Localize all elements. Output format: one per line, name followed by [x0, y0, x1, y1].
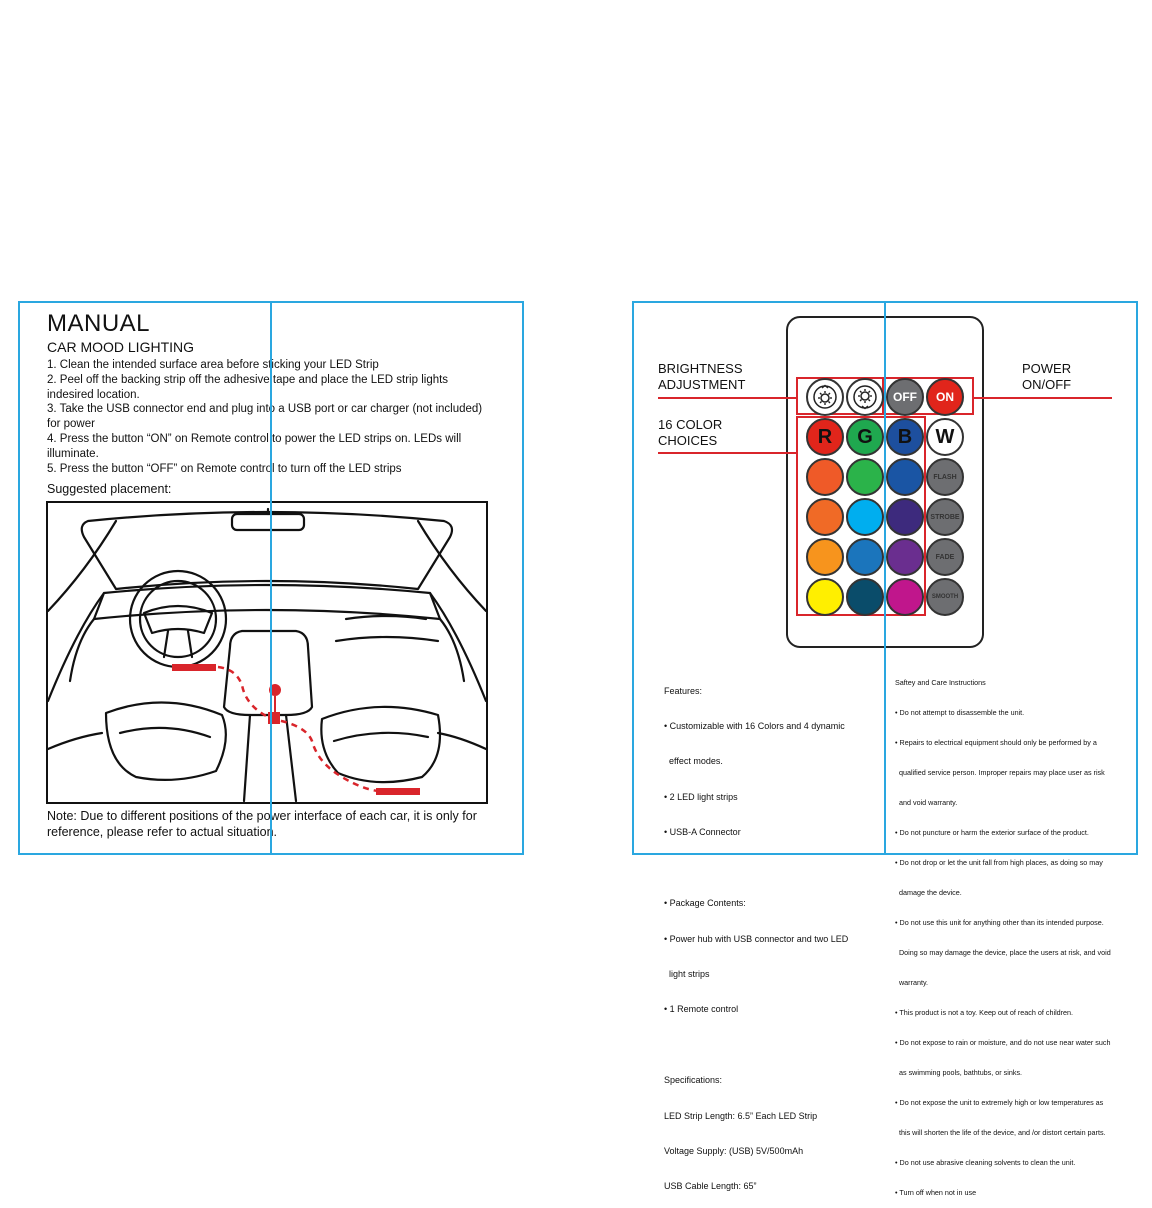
brightness-down-button[interactable] — [846, 378, 884, 416]
left-page-fold-line — [270, 301, 272, 855]
safety-line: as swimming pools, bathtubs, or sinks. — [895, 1068, 1023, 1077]
safety-line: this will shorten the life of the device… — [895, 1128, 1106, 1137]
safety-line: • Do not expose the unit to extremely hi… — [895, 1098, 1104, 1107]
brightness-down-icon — [853, 385, 877, 410]
step-line: 3. Take the USB connector end and plug i… — [47, 403, 483, 416]
off-button[interactable]: OFF — [886, 378, 924, 416]
blue-button[interactable]: B — [886, 418, 924, 456]
safety-line: • Do not drop or let the unit fall from … — [895, 858, 1103, 867]
on-button[interactable]: ON — [926, 378, 964, 416]
safety-line: qualified service person. Improper repai… — [895, 768, 1105, 777]
step-line: for power — [47, 418, 95, 431]
manual-subtitle: CAR MOOD LIGHTING — [47, 339, 195, 355]
color-button[interactable] — [806, 458, 844, 496]
white-button[interactable]: W — [926, 418, 964, 456]
specs-heading: Specifications: — [664, 1075, 723, 1086]
brightness-label: BRIGHTNESS ADJUSTMENT — [658, 361, 746, 392]
color-button[interactable] — [886, 538, 924, 576]
placement-note: Note: Due to different positions of the … — [47, 808, 517, 840]
step-line: 1. Clean the intended surface area befor… — [47, 359, 379, 371]
note-line: reference, please refer to actual situat… — [47, 825, 277, 839]
step-line: 2. Peel off the backing strip off the ad… — [47, 373, 449, 386]
safety-line: • Do not use this unit for anything othe… — [895, 918, 1104, 927]
strobe-button[interactable]: STROBE — [926, 498, 964, 536]
color-choices-label: 16 COLOR CHOICES — [658, 417, 723, 448]
spec-line: LED Strip Length: 6.5” Each LED Strip — [664, 1110, 818, 1121]
right-page-fold-line — [884, 301, 886, 855]
color-button[interactable] — [846, 578, 884, 616]
manual-title: MANUAL — [47, 310, 151, 337]
feature-line: • 2 LED light strips — [664, 791, 738, 802]
safety-line: • Turn off when not in use — [895, 1188, 977, 1197]
features-heading: Features: — [664, 685, 703, 696]
power-label: POWER ON/OFF — [1022, 361, 1072, 392]
safety-line: damage the device. — [895, 888, 962, 897]
car-interior-illustration — [46, 501, 488, 804]
spec-line: Voltage Supply: (USB) 5V/500mAh — [664, 1146, 804, 1157]
brightness-up-icon — [813, 384, 837, 409]
power-callout-line — [972, 397, 1112, 399]
smooth-button[interactable]: SMOOTH — [926, 578, 964, 616]
safety-line: • Do not expose to rain or moisture, and… — [895, 1038, 1111, 1047]
step-line: illuminate. — [47, 447, 99, 460]
color-button[interactable] — [846, 538, 884, 576]
safety-line: Doing so may damage the device, place th… — [895, 948, 1111, 957]
color-button[interactable] — [886, 578, 924, 616]
safety-line: warranty. — [895, 978, 929, 987]
safety-line: and void warranty. — [895, 798, 958, 807]
brightness-up-button[interactable] — [806, 378, 844, 416]
safety-line: • This product is not a toy. Keep out of… — [895, 1008, 1074, 1017]
red-button[interactable]: R — [806, 418, 844, 456]
placement-label: Suggested placement: — [47, 482, 172, 496]
package-line: • 1 Remote control — [664, 1004, 739, 1015]
color-button[interactable] — [806, 498, 844, 536]
feature-line: effect modes. — [664, 756, 723, 767]
features-section: Features: • Customizable with 16 Colors … — [664, 662, 879, 1205]
color-button[interactable] — [846, 458, 884, 496]
color-button[interactable] — [806, 538, 844, 576]
safety-heading: Saftey and Care Instructions — [895, 678, 986, 687]
package-heading: • Package Contents: — [664, 898, 746, 909]
safety-line: • Do not use abrasive cleaning solvents … — [895, 1158, 1076, 1167]
spec-line: USB Cable Length: 65” — [664, 1181, 757, 1192]
green-button[interactable]: G — [846, 418, 884, 456]
color-button[interactable] — [886, 458, 924, 496]
step-line: 5. Press the button “OFF” on Remote cont… — [47, 462, 402, 475]
step-line: 4. Press the button “ON” on Remote contr… — [47, 432, 462, 445]
fade-button[interactable]: FADE — [926, 538, 964, 576]
note-line: Note: Due to different positions of the … — [47, 809, 477, 823]
color-callout-line — [658, 452, 798, 454]
safety-line: • Do not puncture or harm the exterior s… — [895, 828, 1089, 837]
color-button[interactable] — [806, 578, 844, 616]
brightness-callout-line — [658, 397, 798, 399]
package-line: light strips — [664, 968, 710, 979]
feature-line: • USB-A Connector — [664, 827, 741, 838]
package-line: • Power hub with USB connector and two L… — [664, 933, 849, 944]
safety-line: • Do not attempt to disassemble the unit… — [895, 708, 1025, 717]
instruction-steps: 1. Clean the intended surface area befor… — [47, 358, 517, 476]
feature-line: • Customizable with 16 Colors and 4 dyna… — [664, 720, 845, 731]
safety-line: • Repairs to electrical equipment should… — [895, 738, 1097, 747]
color-button[interactable] — [886, 498, 924, 536]
flash-button[interactable]: FLASH — [926, 458, 964, 496]
color-button[interactable] — [846, 498, 884, 536]
step-line: indesired location. — [47, 388, 140, 401]
safety-section: Saftey and Care Instructions • Do not at… — [895, 658, 1135, 1208]
